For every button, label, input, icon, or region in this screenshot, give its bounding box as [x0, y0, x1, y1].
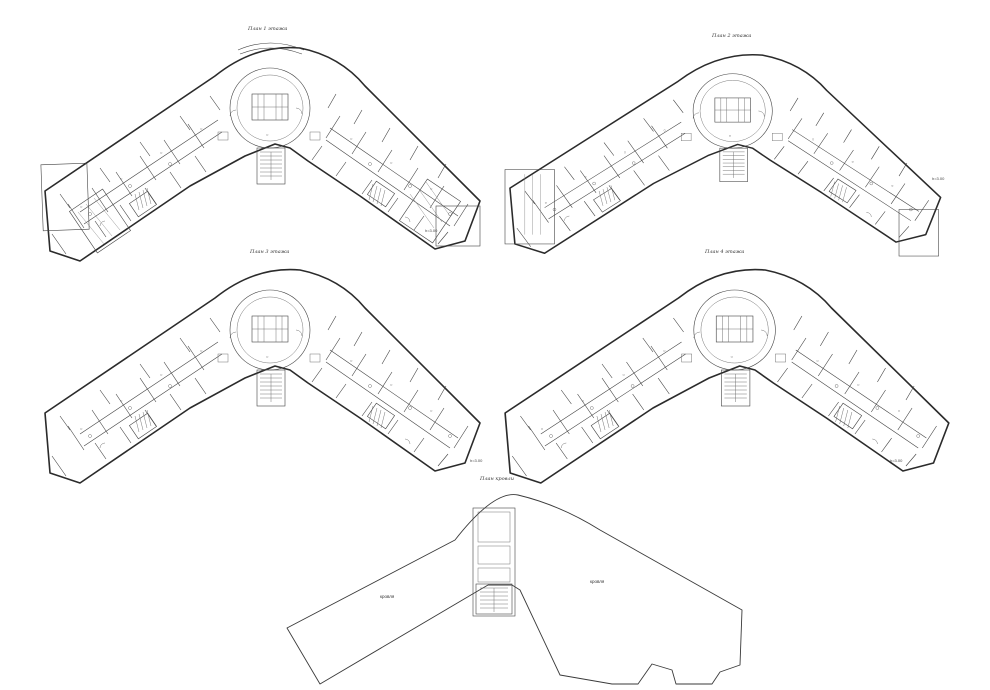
plan-floor-3	[44, 268, 481, 484]
plan-roof: кровля кровля	[286, 494, 743, 685]
title-floor-3: План 3 этажа	[249, 249, 289, 255]
plan-floor-4	[504, 268, 950, 484]
title-roof: План кровли	[479, 476, 514, 482]
title-floor-2: План 2 этажа	[711, 33, 751, 39]
plan-floor-2	[504, 53, 942, 257]
level-mark-floor-4: h=3.00	[890, 458, 903, 463]
roof-label-right: кровля	[590, 579, 605, 584]
roof-label-left: кровля	[380, 594, 395, 599]
title-floor-1: План 1 этажа	[247, 26, 287, 32]
plan-floor-1	[40, 42, 481, 262]
level-mark-floor-2: h=3.00	[932, 176, 945, 181]
level-mark-floor-3: h=3.00	[470, 458, 483, 463]
level-mark-floor-1: h=3.00	[425, 228, 438, 233]
title-floor-4: План 4 этажа	[704, 249, 744, 255]
